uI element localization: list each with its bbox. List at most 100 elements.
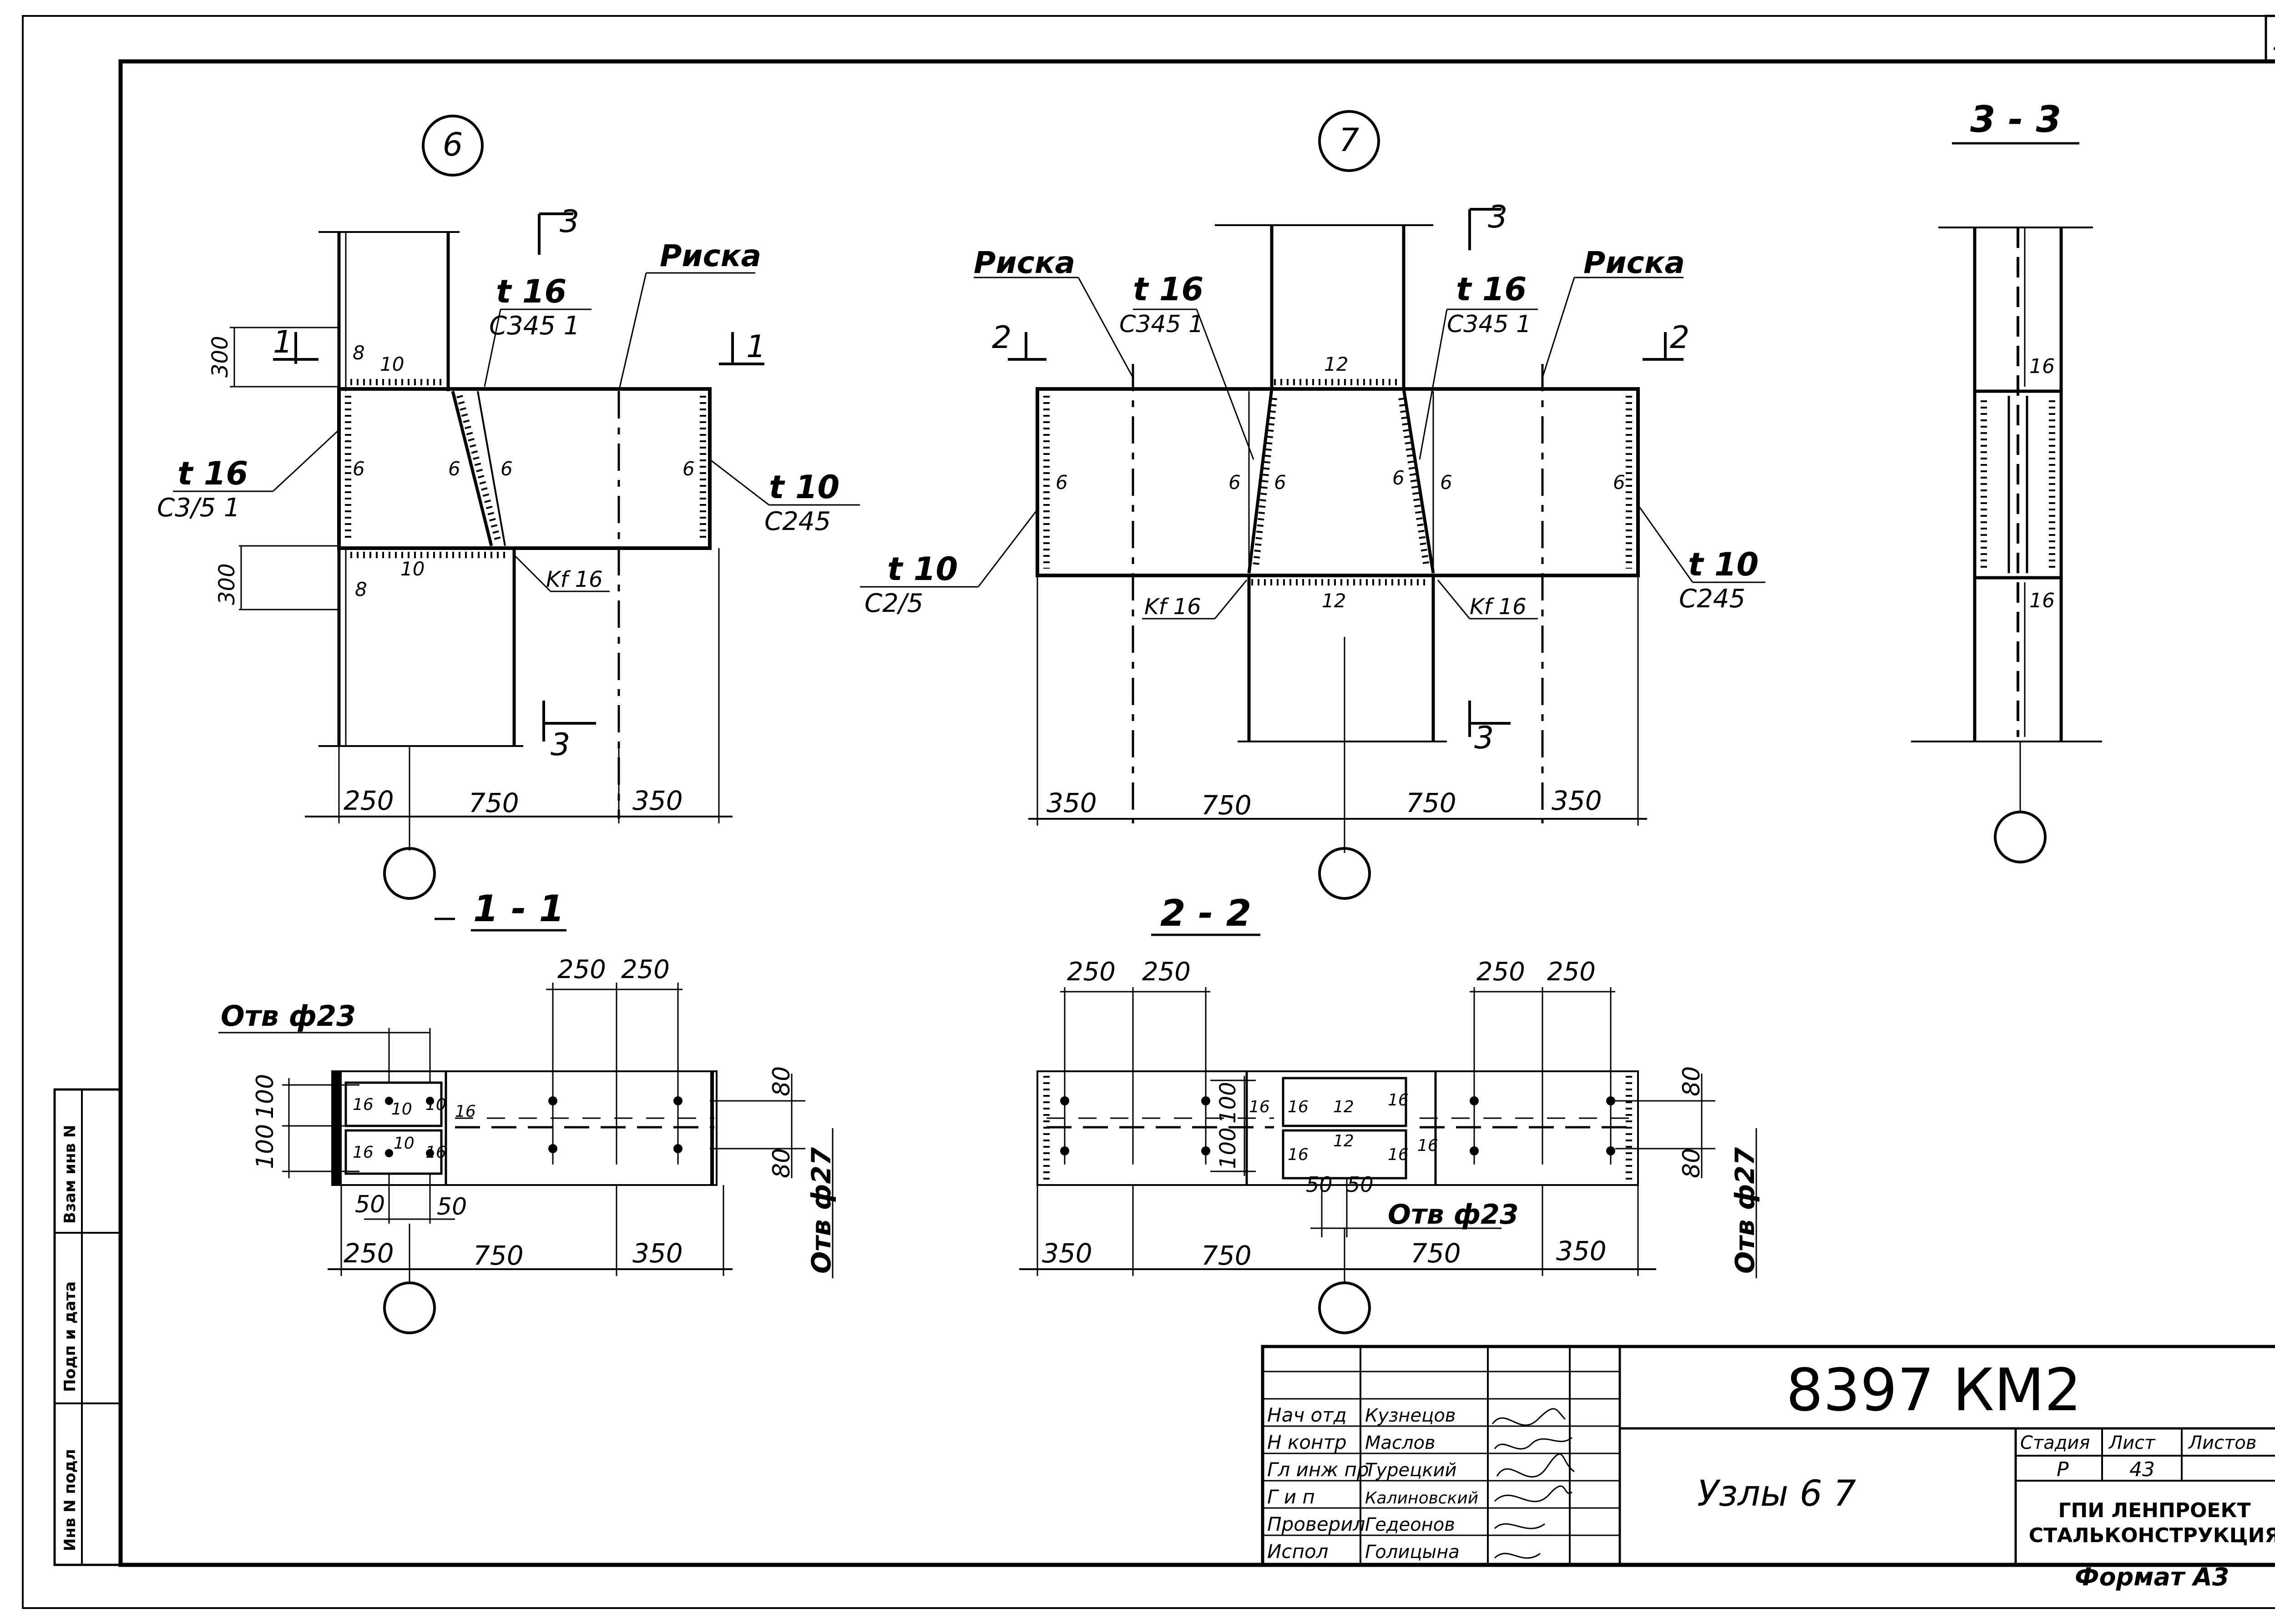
node-7-right-end-label: t 10 <box>1688 546 1759 583</box>
node-7-weld: 12 <box>1322 590 1346 612</box>
section-2-2-hole-label-right: Отв ф27 <box>1729 1147 1760 1274</box>
node-6-number: 6 <box>443 126 463 163</box>
section-2-2-right-dim: 80 <box>1678 1066 1705 1096</box>
side-stamp: Инв N подл Подп и дата Взам инв N <box>53 1088 122 1566</box>
person-name: Гедеонов <box>1365 1514 1455 1535</box>
section-2-2-top-dim-right: 250 <box>1476 957 1525 987</box>
section-2-2-weld: 12 <box>1333 1098 1354 1116</box>
node-7-weld: 12 <box>1324 353 1348 375</box>
node-6-left-plate-label: t 16 <box>177 455 248 492</box>
node-6-dim: 350 <box>632 785 683 816</box>
node-6-labels: 6 3 3 1 1 t 16 С345 1 Риска t 16 С3/5 1 … <box>157 126 839 818</box>
section-2-2-top-dim-right: 250 <box>1547 957 1596 987</box>
sheet-header: Лист <box>2108 1432 2156 1453</box>
node-6-weld: 6 <box>500 458 513 480</box>
section-2-2-weld: 16 <box>1388 1145 1409 1164</box>
role-label: Проверил <box>1267 1513 1365 1535</box>
section-1-1-left-dim: 100 <box>252 1124 279 1169</box>
node-6-vertical-dim: 300 <box>214 563 240 605</box>
section-2-2-dim: 750 <box>1201 1240 1252 1271</box>
node-7-right-end-steel: С245 <box>1679 584 1745 614</box>
section-1-1-top-dim: 250 <box>621 955 670 984</box>
person-name: Маслов <box>1365 1432 1436 1453</box>
sheet-frame: 56 <box>22 15 2275 1609</box>
node-6-right-plate-label: t 10 <box>769 469 839 506</box>
node-6-right-plate-steel: С245 <box>764 507 831 536</box>
section-1-1-left-dim: 100 <box>252 1074 279 1119</box>
section-2-2-dim: 350 <box>1556 1236 1607 1266</box>
node-6-dim: 750 <box>469 787 519 818</box>
node-7-left-end-steel: С2/5 <box>864 589 923 618</box>
section-2-2-weld: 16 <box>1417 1136 1438 1155</box>
node-6-plate-label: t 16 <box>496 273 566 310</box>
corner-sheet-number: 56 <box>2273 24 2275 57</box>
node-7-detail <box>860 110 1765 900</box>
section-1-1-weld: 16 <box>455 1102 476 1121</box>
section-2-2-dim: 350 <box>1042 1238 1092 1269</box>
section-2-2 <box>1019 933 1757 1334</box>
section-1-1-dim: 350 <box>632 1238 683 1269</box>
node-6-plate-steel: С345 1 <box>489 311 580 341</box>
section-2-2-dim: 750 <box>1410 1238 1461 1269</box>
section-3-3-axis-marker <box>1994 811 2047 863</box>
role-label: Испол <box>1267 1540 1329 1563</box>
section-1-1-weld: 10 <box>425 1095 446 1114</box>
node-7-weld: 6 <box>1392 467 1405 489</box>
section-1-1-hole-label-right: Отв ф27 <box>806 1147 837 1274</box>
section-2-2-right-dim: 80 <box>1678 1148 1705 1178</box>
section-2-2-weld: 16 <box>1249 1098 1270 1116</box>
section-2-2-small-dim: 50 <box>1306 1172 1333 1197</box>
document-code: 8397 КМ2 <box>1786 1357 2081 1424</box>
node-7-plate-left-label: t 16 <box>1133 271 1203 308</box>
section-1-1-small-dim: 50 <box>437 1193 467 1221</box>
node-7-weld: 6 <box>1056 471 1068 494</box>
node-7-dim: 350 <box>1552 785 1602 816</box>
node-7-weld: 6 <box>1613 471 1625 494</box>
section-2-2-small-dim: 50 <box>1347 1172 1374 1197</box>
node-7-axis-marker <box>1318 847 1371 900</box>
organization-line-2: СТАЛЬКОНСТРУКЦИЯ <box>2029 1524 2275 1547</box>
node-7-section-bottom: 3 <box>1474 720 1494 756</box>
node-6-weld: 8 <box>355 578 367 600</box>
node-7-dim: 350 <box>1046 787 1097 818</box>
drawing-title: Узлы 6 7 <box>1697 1473 1856 1514</box>
section-1-1-weld: 16 <box>353 1095 374 1114</box>
node-6-weld: 8 <box>353 342 365 364</box>
person-name: Турецкий <box>1365 1460 1456 1481</box>
node-7-weld: 6 <box>1274 471 1286 494</box>
node-6-weld: 6 <box>682 458 695 480</box>
node-7-left-end-label: t 10 <box>887 550 958 588</box>
node-7-section-top: 3 <box>1488 199 1507 235</box>
node-6-axis-marker <box>383 847 436 900</box>
section-2-2-hole-label: Отв ф23 <box>1388 1199 1519 1231</box>
node-6-callout-circle <box>422 115 484 177</box>
node-6-left-plate-steel: С3/5 1 <box>157 493 240 523</box>
section-2-2-labels: 2 - 2 250 250 250 250 100 100 80 80 Отв … <box>1042 892 1760 1274</box>
section-2-2-top-dim-left: 250 <box>1142 957 1191 987</box>
section-2-2-top-dim-left: 250 <box>1067 957 1116 987</box>
node-7-dim: 750 <box>1406 787 1456 818</box>
node-7-section-left: 2 <box>992 320 1011 356</box>
node-7-number: 7 <box>1339 121 1360 159</box>
section-1-1-weld: 10 <box>391 1100 412 1119</box>
node-6-weld: 6 <box>353 458 365 480</box>
person-name: Голицына <box>1365 1542 1460 1563</box>
node-6-weld: 6 <box>448 458 460 480</box>
section-2-2-left-dim: 100 <box>1215 1127 1241 1169</box>
node-6-detail <box>173 115 860 900</box>
section-1-1-labels: 1 - 1 Отв ф23 Отв ф27 250 250 100 100 80… <box>221 888 837 1274</box>
node-6-section-left: 1 <box>273 324 293 360</box>
section-2-2-weld: 16 <box>1288 1145 1309 1164</box>
node-6-dim: 250 <box>344 785 394 816</box>
role-label: Нач отд <box>1267 1404 1347 1426</box>
person-name: Калиновский <box>1365 1489 1478 1508</box>
title-block <box>1261 1345 2275 1567</box>
node-7-labels: 7 3 3 2 2 Риска Риска t 16 С345 1 t 16 С… <box>864 121 1759 821</box>
node-7-plate-left-steel: С345 1 <box>1119 311 1203 338</box>
node-6-vertical-dim: 300 <box>207 336 233 378</box>
person-name: Кузнецов <box>1365 1405 1456 1426</box>
section-1-1-dim: 250 <box>344 1238 394 1269</box>
node-6-section-bottom: 3 <box>551 727 570 763</box>
role-label: Г и п <box>1267 1486 1315 1508</box>
sheet-value: 43 <box>2129 1458 2155 1481</box>
